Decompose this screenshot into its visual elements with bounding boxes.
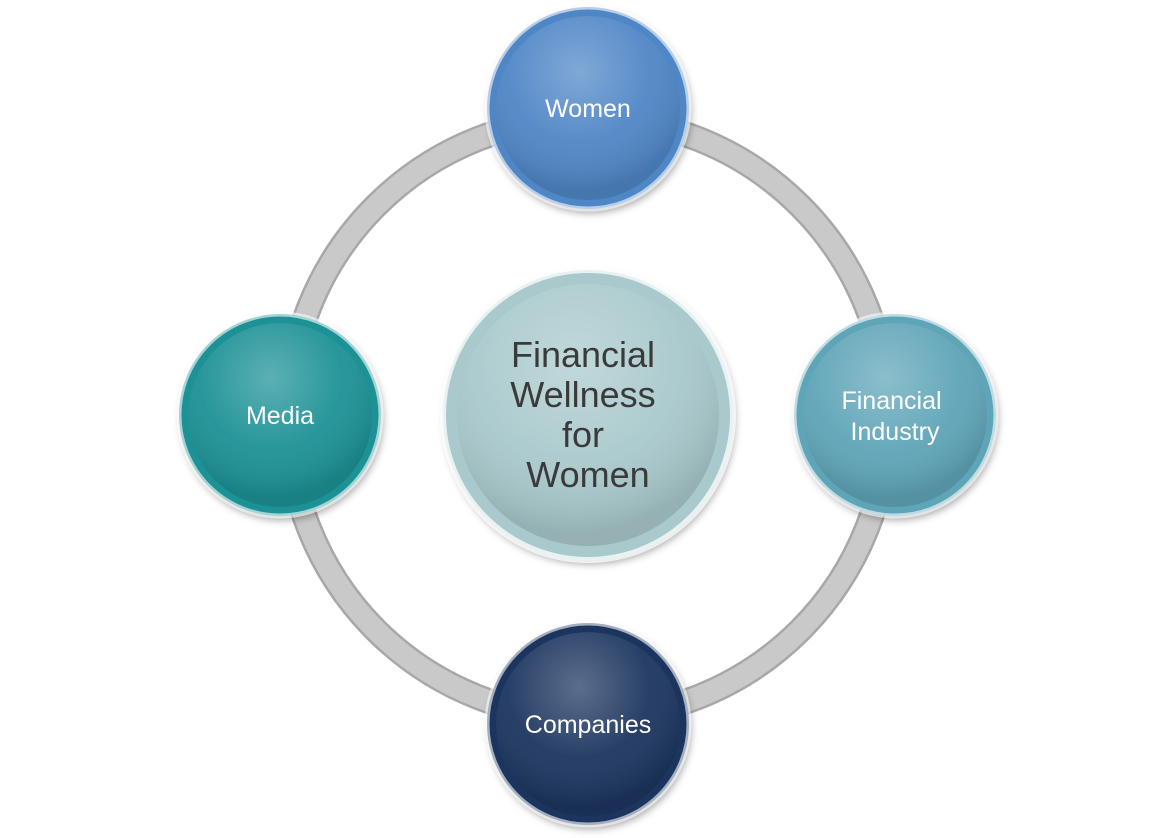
svg-text:Women: Women <box>545 95 631 123</box>
node-companies: Companies <box>484 620 692 828</box>
svg-text:Financial Industry: Financial Industry <box>841 387 948 446</box>
node-financial-industry: Financial Industry <box>791 311 999 519</box>
node-label: Industry <box>851 418 940 446</box>
svg-text:Media: Media <box>246 402 314 430</box>
node-label: Companies <box>525 711 651 739</box>
node-label: Women <box>545 95 631 123</box>
node-label: Financial <box>841 387 941 415</box>
center-label-line: Women <box>526 454 649 495</box>
node-label: Media <box>246 402 314 430</box>
center-label-line: for <box>562 414 604 455</box>
svg-text:Companies: Companies <box>525 711 651 739</box>
center-label-line: Wellness <box>510 374 655 415</box>
node-media: Media <box>176 311 384 519</box>
svg-text:Financial Wellness: Financial Wellness for Women <box>510 334 665 495</box>
center-label-line: Financial <box>511 334 655 375</box>
center-hub: Financial Wellness for Women <box>440 267 736 563</box>
node-women: Women <box>484 4 692 212</box>
